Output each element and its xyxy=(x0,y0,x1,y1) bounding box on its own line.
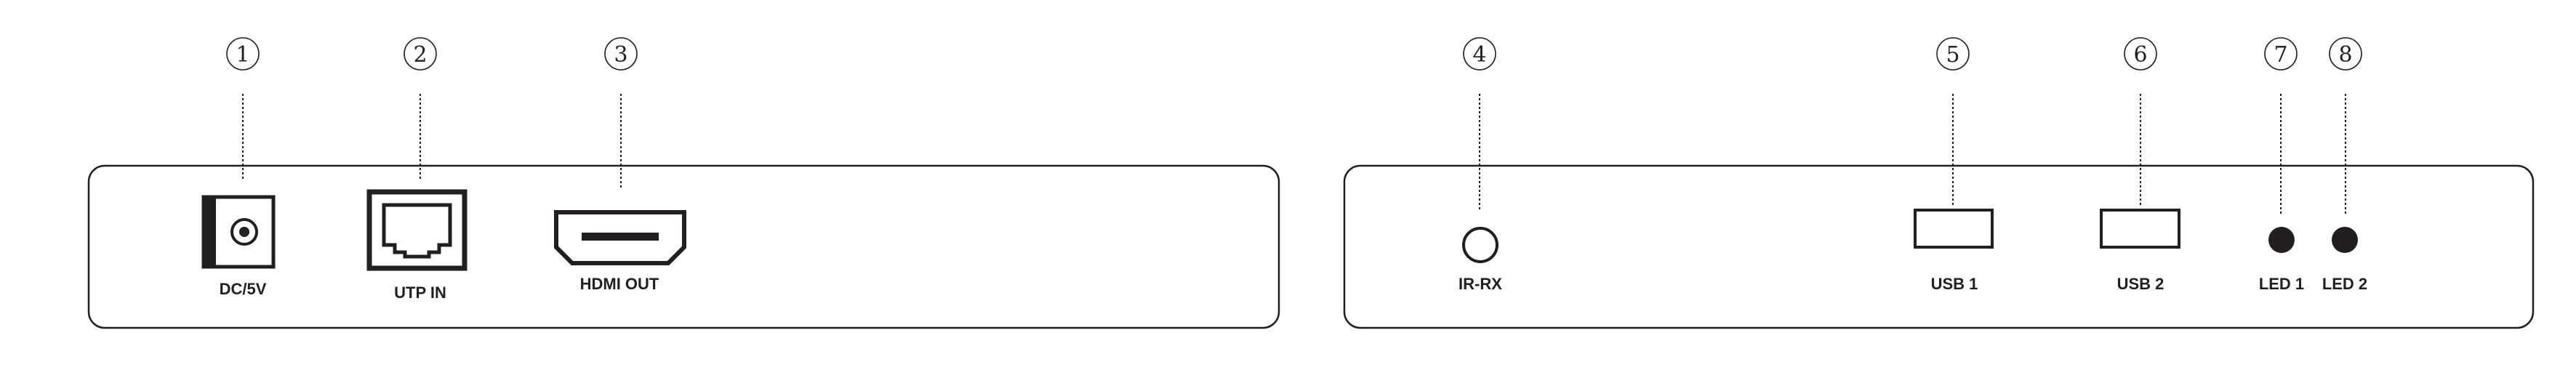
callout-6-ring xyxy=(2124,37,2157,71)
callout-7: 7 xyxy=(2264,37,2298,216)
callout-5-number: 5 xyxy=(1946,42,1959,68)
dc-jack-flange xyxy=(204,197,216,267)
led-indicator-icon xyxy=(2268,227,2295,253)
led-indicator-icon xyxy=(2332,227,2358,253)
callout-4-number: 4 xyxy=(1472,42,1486,68)
callout-8-number: 8 xyxy=(2338,42,2352,68)
port-label-usb1: USB 1 xyxy=(1931,275,1978,293)
callout-3: 3 xyxy=(604,37,638,189)
callout-7-number: 7 xyxy=(2274,42,2287,68)
panel-rear: 4 IR-RX 5 USB 1 6 USB 2 7 LED 1 xyxy=(1343,37,2535,329)
port-label-dc: DC/5V xyxy=(220,280,267,298)
port-label-utp: UTP IN xyxy=(394,284,446,302)
callout-7-ring xyxy=(2264,37,2298,71)
port-label-hdmi: HDMI OUT xyxy=(580,275,659,293)
callout-8-ring xyxy=(2329,37,2362,71)
callout-6: 6 xyxy=(2124,37,2157,206)
callout-3-number: 3 xyxy=(614,42,627,68)
port-label-led2: LED 2 xyxy=(2322,275,2367,293)
callout-8: 8 xyxy=(2329,37,2362,216)
port-label-led1: LED 1 xyxy=(2259,275,2304,293)
rj45-socket xyxy=(382,203,452,259)
callout-4-ring xyxy=(1463,37,1496,71)
callout-2: 2 xyxy=(404,37,437,180)
hdmi-port-icon xyxy=(554,210,686,265)
rj45-port-icon xyxy=(366,189,468,271)
callout-6-number: 6 xyxy=(2133,42,2147,68)
ir-receiver-icon xyxy=(1462,227,1498,263)
hdmi-contact-bar xyxy=(582,233,659,241)
callout-4: 4 xyxy=(1463,37,1496,211)
callout-1-ring xyxy=(226,37,260,71)
usb-port-icon xyxy=(1914,209,1994,249)
callout-5-ring xyxy=(1936,37,1970,71)
callout-5: 5 xyxy=(1936,37,1970,206)
callout-2-ring xyxy=(404,37,437,71)
callout-1-number: 1 xyxy=(236,42,249,68)
port-label-usb2: USB 2 xyxy=(2117,275,2164,293)
usb-port-icon xyxy=(2100,209,2180,249)
dc-power-jack-icon xyxy=(201,195,276,269)
callout-1: 1 xyxy=(226,37,260,180)
callout-3-ring xyxy=(604,37,638,71)
port-label-ir: IR-RX xyxy=(1458,275,1502,293)
callout-2-number: 2 xyxy=(413,42,427,68)
dc-jack-pin xyxy=(239,227,249,237)
panel-front: 1 DC/5V 2 UTP IN 3 xyxy=(87,37,1280,329)
